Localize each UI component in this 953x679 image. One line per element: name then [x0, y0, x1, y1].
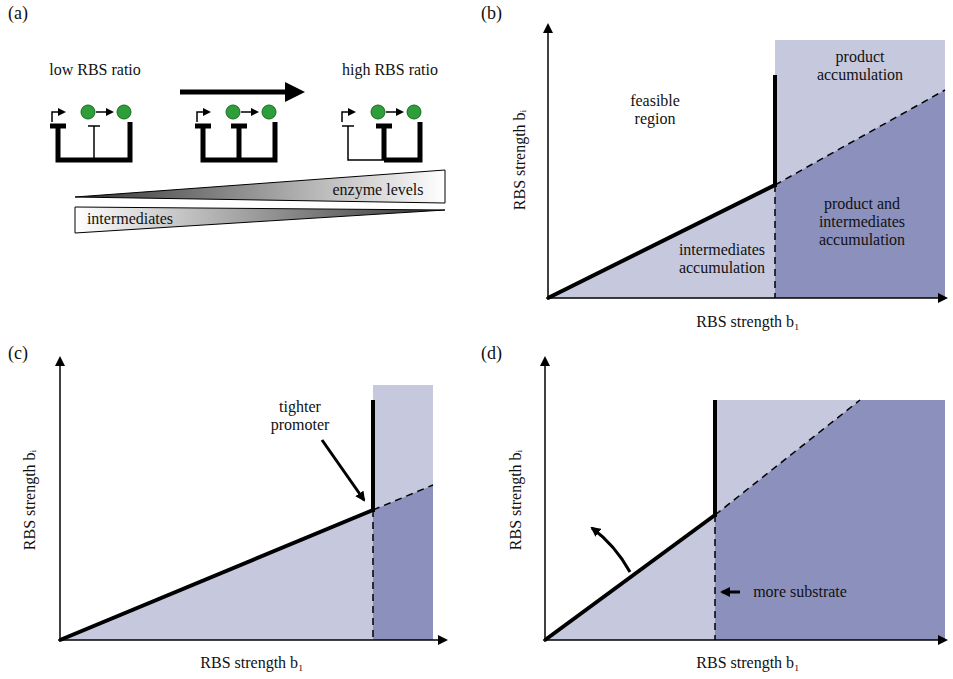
region-label: product and intermediates accumulation [812, 195, 912, 249]
callout-label: more substrate [753, 583, 847, 601]
phase-plot-d [543, 358, 946, 642]
axis-label: RBS strength b₁ [200, 654, 303, 672]
axis-label: RBS strength bᵢ [21, 450, 39, 550]
axis-label: RBS strength bᵢ [507, 450, 525, 550]
callout-label: tighter promoter [260, 398, 340, 434]
region-label: product accumulation [810, 48, 910, 84]
wedge-label: enzyme levels [332, 181, 423, 199]
region-label: intermediates accumulation [672, 241, 772, 277]
wedge-label: intermediates [87, 210, 173, 228]
gene-circuits [50, 105, 421, 160]
axis-label: RBS strength b₁ [696, 313, 799, 331]
region-label: feasible region [615, 92, 695, 128]
panel-letter: (b) [481, 4, 502, 22]
axis-caption: high RBS ratio [342, 61, 438, 79]
axis-caption: low RBS ratio [49, 61, 141, 79]
panel-letter: (d) [481, 344, 502, 362]
panel-letter: (a) [8, 4, 28, 22]
ratio-arrow [180, 82, 305, 102]
axis-label: RBS strength bᵢ [511, 110, 529, 210]
gradient-wedges [75, 170, 445, 233]
phase-plot-b [546, 25, 946, 300]
axis-label: RBS strength b₁ [696, 654, 799, 672]
phase-plot-c [58, 358, 446, 642]
panel-letter: (c) [8, 344, 28, 362]
